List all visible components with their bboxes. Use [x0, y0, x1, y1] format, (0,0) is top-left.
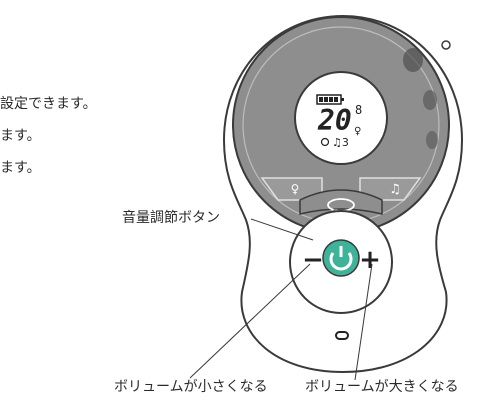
- instruction-line-2: ます。: [0, 128, 41, 144]
- display-small-digit: 8: [355, 103, 362, 117]
- bottom-slot-icon: [335, 331, 349, 340]
- strap-hole-icon: [441, 40, 451, 50]
- music-icon: ♫: [389, 182, 401, 197]
- power-button[interactable]: [322, 239, 360, 277]
- volume-button-label: 音量調節ボタン: [122, 210, 220, 226]
- plus-button[interactable]: +: [359, 245, 381, 275]
- display-light-icon: ♀: [354, 126, 361, 137]
- display-music-indicator: ♫3: [332, 136, 349, 149]
- light-icon: ♀: [291, 182, 300, 196]
- display-number: 20: [317, 104, 352, 137]
- instruction-line-1: 設定できます。: [0, 96, 97, 112]
- volume-down-label: ボリュームが小さくなる: [114, 379, 268, 395]
- talk-button[interactable]: [299, 189, 383, 215]
- leader-line-down: [189, 263, 311, 379]
- leader-line-volume: [250, 218, 314, 241]
- instruction-line-3: ます。: [0, 160, 41, 176]
- volume-up-label: ボリュームが大きくなる: [305, 379, 459, 395]
- minus-button[interactable]: −: [302, 245, 324, 275]
- leader-line-up: [354, 263, 373, 381]
- display-speech-icon: [320, 137, 330, 147]
- power-icon: [329, 252, 353, 271]
